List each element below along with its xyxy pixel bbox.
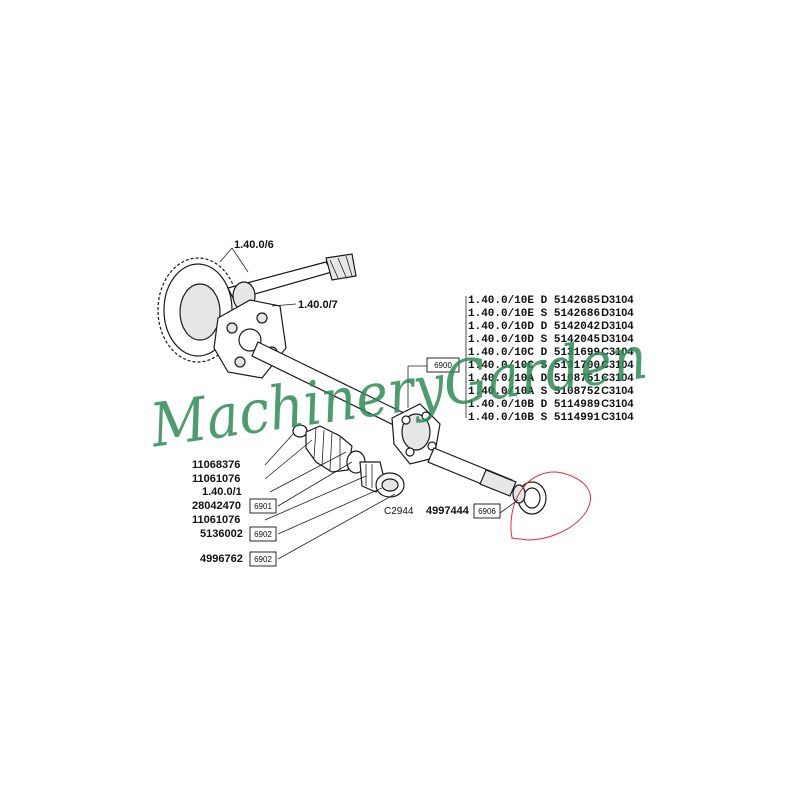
rubber-boot — [305, 425, 353, 473]
cv-joint — [391, 403, 441, 465]
left-part-number: 28042470 — [192, 500, 241, 512]
left-part-box-text: 6901 — [254, 502, 272, 511]
parts-table-row: 1.40.0/10E S 5142686D3104 — [468, 307, 634, 320]
parts-table-row: 1.40.0/10A S 5108752C3104 — [468, 385, 634, 398]
oil-seal — [512, 481, 547, 515]
shaft-callout: 6900 — [408, 357, 460, 373]
parts-table-row: 1.40.0/10C D 5131699C3104 — [468, 346, 634, 359]
left-part-box-text: 6902 — [254, 530, 272, 539]
joint-cup — [375, 472, 405, 498]
label-differential: 1.40.0/7 — [298, 299, 338, 311]
left-part-number: 11061076 — [192, 473, 240, 485]
parts-table-row: 1.40.0/10D S 5142045D3104 — [468, 333, 634, 346]
parts-table-row: 1.40.0/10E D 5142685D3104 — [468, 294, 634, 307]
parts-table-row: 1.40.0/10B S 5114991C3104 — [468, 411, 634, 424]
left-parts-list: 11068376 11061076 1.40.0/1 28042470 6901… — [192, 459, 277, 567]
parts-table-row: 1.40.0/10C S 5131700C3104 — [468, 359, 634, 372]
left-part-number: 4996762 — [200, 553, 243, 565]
left-part-number: 5136002 — [200, 528, 243, 540]
seal-code: C2944 — [384, 506, 414, 517]
left-part-box — [249, 526, 277, 542]
left-part-number: 11068376 — [192, 459, 240, 471]
label-top-gear: 1.40.0/6 — [234, 239, 274, 251]
left-part-number: 1.40.0/1 — [202, 486, 242, 498]
shaft-callout-text: 6900 — [434, 361, 452, 370]
parts-table: 1.40.0/10E D 5142685D3104 1.40.0/10E S 5… — [468, 294, 634, 424]
seal-callout: C2944 4997444 6906 — [384, 503, 501, 519]
leader-lines — [219, 247, 519, 560]
left-part-box-text: 6902 — [254, 555, 272, 564]
ring-gear — [157, 257, 239, 363]
parts-table-row: 1.40.0/10B D 5114989C3104 — [468, 398, 634, 411]
parts-table-row: 1.40.0/10A D 5108751C3104 — [468, 372, 634, 385]
seal-box-text: 6906 — [478, 507, 496, 516]
seal-highlight-outline — [510, 471, 591, 541]
left-part-box — [249, 498, 277, 514]
parts-table-row: 1.40.0/10D D 5142042D3104 — [468, 320, 634, 333]
left-part-number: 11061076 — [192, 514, 240, 526]
seal-number: 4997444 — [426, 505, 470, 517]
left-part-box — [249, 551, 277, 567]
outer-shaft — [427, 447, 517, 497]
